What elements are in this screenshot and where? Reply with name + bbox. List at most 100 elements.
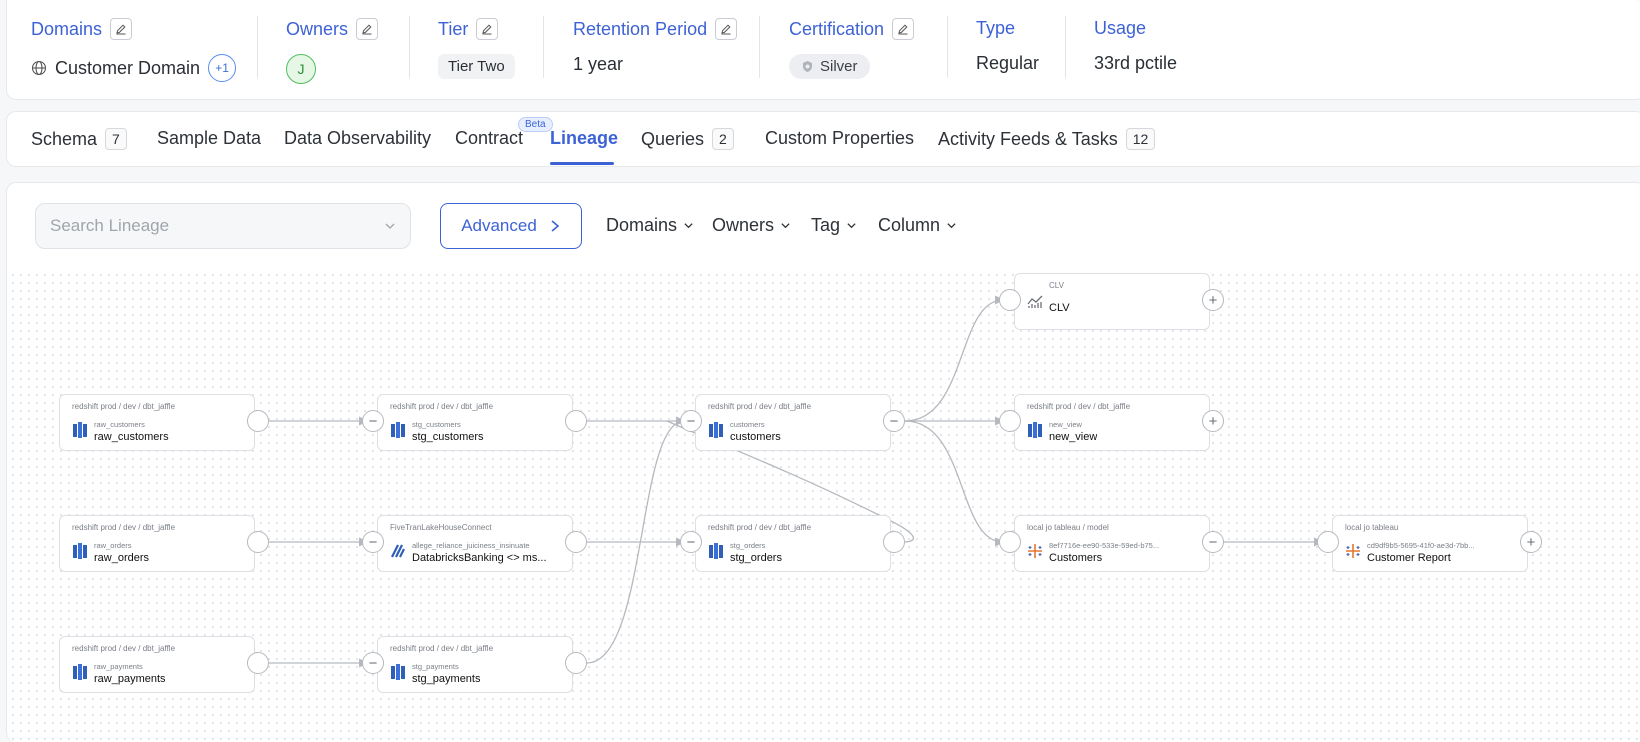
search-lineage-select[interactable]: Search Lineage	[35, 203, 411, 249]
lineage-node-stg-orders[interactable]: redshift prod / dev / dbt_jaffle stg_ord…	[695, 515, 891, 572]
databricks-icon	[391, 544, 405, 558]
edit-owners-button[interactable]	[356, 18, 379, 40]
owner-avatar[interactable]: J	[286, 54, 316, 84]
node-name: CLV	[1049, 302, 1070, 314]
node-handle[interactable]	[247, 410, 269, 432]
node-handle[interactable]	[247, 531, 269, 553]
filter-owners[interactable]: Owners	[712, 215, 791, 236]
lineage-node-stg-payments[interactable]: redshift prod / dev / dbt_jaffle stg_pay…	[377, 636, 573, 693]
node-path: redshift prod / dev / dbt_jaffle	[72, 402, 176, 411]
tab-queries[interactable]: Queries 2	[641, 128, 734, 150]
lineage-node-customer-report[interactable]: local jo tableau cd9df9b5-5695-41f0-ae3d…	[1332, 515, 1528, 572]
edit-retention-button[interactable]	[715, 18, 738, 40]
node-path: redshift prod / dev / dbt_jaffle	[72, 523, 176, 532]
node-handle[interactable]	[565, 531, 587, 553]
tab-data-observability[interactable]: Data Observability	[284, 128, 431, 149]
edit-tier-button[interactable]	[476, 18, 499, 40]
collapse-upstream-button[interactable]: −	[362, 531, 384, 553]
lineage-node-raw-orders[interactable]: redshift prod / dev / dbt_jaffle raw_ord…	[59, 515, 255, 572]
lineage-node-customers[interactable]: redshift prod / dev / dbt_jaffle custome…	[695, 394, 891, 451]
beta-badge: Beta	[518, 117, 553, 132]
tier-title: Tier	[438, 18, 469, 39]
tab-schema[interactable]: Schema 7	[31, 128, 127, 150]
node-handle[interactable]	[883, 531, 905, 553]
tab-lineage[interactable]: Lineage	[550, 128, 618, 149]
node-handle[interactable]	[565, 652, 587, 674]
tab-label: Data Observability	[284, 128, 432, 148]
retention-title: Retention Period	[573, 18, 708, 39]
certification-value: Silver	[820, 58, 858, 75]
usage-value: 33rd pctile	[1094, 53, 1178, 73]
tab-sample-data[interactable]: Sample Data	[157, 128, 261, 149]
domain-value[interactable]: Customer Domain	[55, 57, 201, 78]
chevron-down-icon	[684, 223, 693, 229]
certification-chip: Silver	[789, 54, 870, 79]
expand-downstream-button[interactable]: +	[1202, 410, 1224, 432]
node-handle[interactable]	[999, 531, 1021, 553]
node-name: raw_customers	[94, 431, 169, 443]
filter-tag[interactable]: Tag	[811, 215, 857, 236]
edge-customers-clv	[904, 295, 1005, 422]
type-title: Type	[976, 18, 1016, 38]
node-name: DatabricksBanking <> ms...	[412, 552, 547, 564]
chevron-down-icon	[781, 223, 790, 229]
collapse-upstream-button[interactable]: −	[362, 652, 384, 674]
database-icon	[1028, 422, 1042, 438]
lineage-node-raw-customers[interactable]: redshift prod / dev / dbt_jaffle raw_cus…	[59, 394, 255, 451]
database-icon	[391, 422, 405, 438]
node-path: FiveTranLakeHouseConnect	[390, 523, 492, 532]
collapse-upstream-button[interactable]: −	[362, 410, 384, 432]
node-name: raw_orders	[94, 552, 150, 564]
chevron-down-icon	[947, 223, 956, 229]
tab-activity-feeds[interactable]: Activity Feeds & Tasks 12	[938, 128, 1156, 150]
lineage-node-tableau-customers[interactable]: local jo tableau / model 8ef7716e-ee90-5…	[1014, 515, 1210, 572]
tab-label: Sample Data	[157, 128, 262, 148]
type-value: Regular	[976, 53, 1040, 73]
collapse-downstream-button[interactable]: −	[883, 410, 905, 432]
lineage-node-clv[interactable]: CLV CLV	[1014, 273, 1210, 330]
lineage-node-raw-payments[interactable]: redshift prod / dev / dbt_jaffle raw_pay…	[59, 636, 255, 693]
tab-label: Queries	[641, 128, 705, 149]
collapse-downstream-button[interactable]: −	[1202, 531, 1224, 553]
node-handle[interactable]	[1317, 531, 1339, 553]
collapse-upstream-button[interactable]: −	[680, 531, 702, 553]
node-name: new_view	[1049, 431, 1098, 443]
node-name: stg_customers	[412, 431, 484, 443]
pencil-icon	[362, 24, 372, 35]
retention-section: Retention Period 1 year	[573, 18, 738, 86]
tab-count: 2	[712, 128, 734, 150]
node-name: customers	[730, 431, 781, 443]
advanced-button[interactable]: Advanced	[440, 203, 582, 249]
database-icon	[391, 664, 405, 680]
expand-downstream-button[interactable]: +	[1520, 531, 1542, 553]
node-handle[interactable]	[999, 410, 1021, 432]
edit-certification-button[interactable]	[892, 18, 915, 40]
lineage-node-stg-customers[interactable]: redshift prod / dev / dbt_jaffle stg_cus…	[377, 394, 573, 451]
pencil-icon	[116, 24, 126, 35]
owners-title: Owners	[286, 18, 349, 39]
filter-label: Domains	[606, 215, 678, 235]
filter-domains[interactable]: Domains	[606, 215, 694, 236]
lineage-node-databricks-banking[interactable]: FiveTranLakeHouseConnect allege_reliance…	[377, 515, 573, 572]
more-domains-badge[interactable]: +1	[208, 54, 237, 82]
node-path: redshift prod / dev / dbt_jaffle	[390, 644, 494, 653]
expand-downstream-button[interactable]: +	[1202, 289, 1224, 311]
node-handle[interactable]	[247, 652, 269, 674]
certification-section: Certification Silver	[789, 18, 915, 86]
tab-label: Contract	[455, 128, 524, 148]
node-subtitle: raw_orders	[94, 541, 132, 550]
node-path: redshift prod / dev / dbt_jaffle	[72, 644, 176, 653]
lineage-toolbar: Search Lineage Advanced Domains Owners T…	[7, 183, 1640, 269]
tab-contract[interactable]: Contract	[455, 128, 523, 149]
lineage-canvas[interactable]: redshift prod / dev / dbt_jaffle raw_cus…	[7, 269, 1640, 742]
node-name: Customer Report	[1367, 552, 1451, 564]
node-subtitle: raw_payments	[94, 662, 143, 671]
edit-domains-button[interactable]	[110, 18, 133, 40]
collapse-upstream-button[interactable]: −	[680, 410, 702, 432]
chevron-down-icon	[385, 223, 395, 229]
tab-custom-properties[interactable]: Custom Properties	[765, 128, 914, 149]
node-handle[interactable]	[565, 410, 587, 432]
node-handle[interactable]	[999, 289, 1021, 311]
lineage-node-new-view[interactable]: redshift prod / dev / dbt_jaffle new_vie…	[1014, 394, 1210, 451]
filter-column[interactable]: Column	[878, 215, 957, 236]
